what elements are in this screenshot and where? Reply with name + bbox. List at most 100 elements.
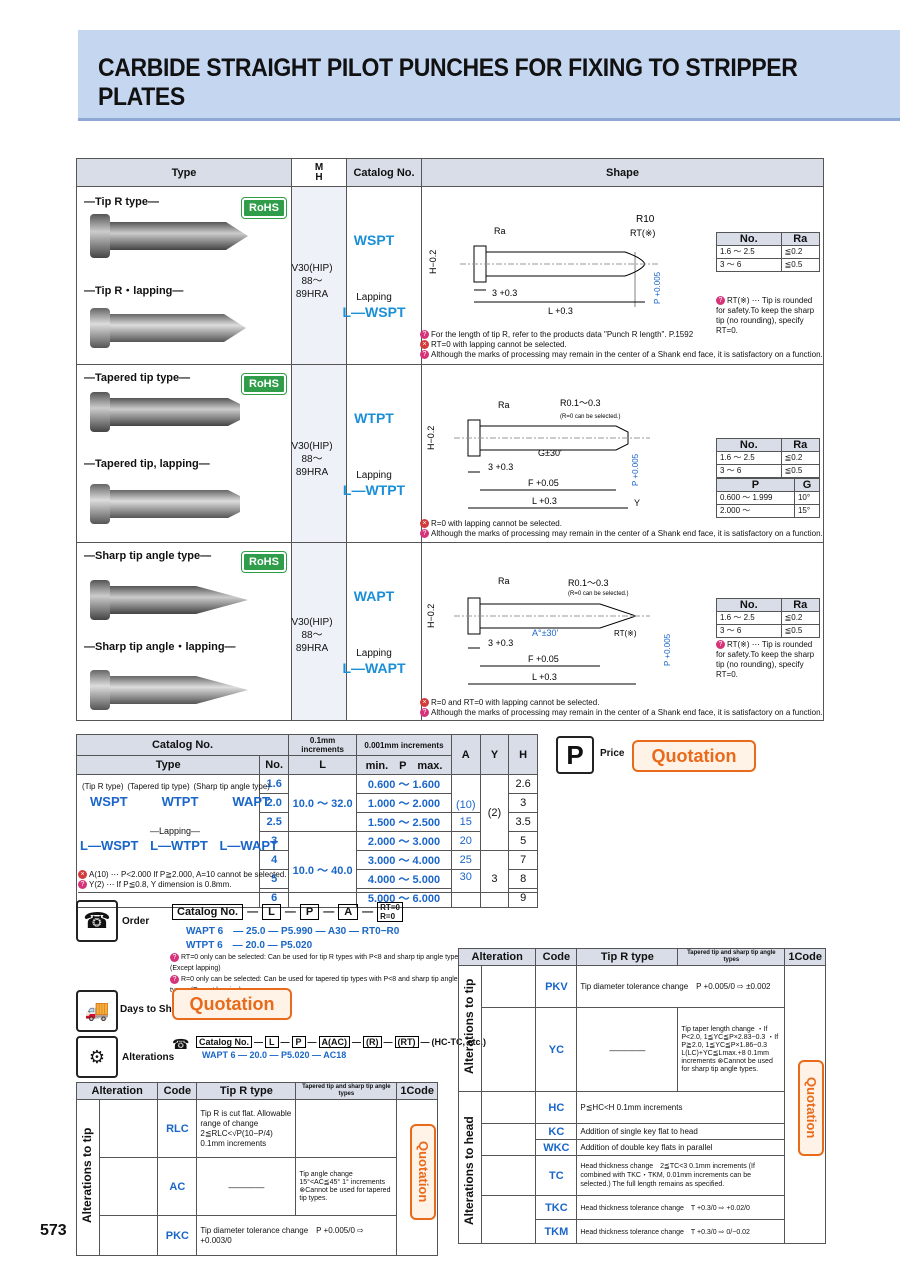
spec-code: L—WSPT <box>80 838 139 853</box>
spec-h-no: No. <box>259 755 290 775</box>
alt-r-h: Tapered tip and sharp tip angle types <box>677 948 786 966</box>
dim-r10: R10 <box>636 214 655 225</box>
spec-h: 3.5 <box>508 812 538 832</box>
dim-p-3: P +0.005 <box>663 633 672 666</box>
dim-r01-2: R0.1～0.3 <box>560 398 601 408</box>
dim-a-3: A°±30' <box>532 628 559 638</box>
pg-h2: G <box>793 478 821 492</box>
dim-f-2: F +0.05 <box>528 478 559 488</box>
spec-a: 15 <box>450 812 481 832</box>
catalog-lwspt: L—WSPT <box>342 304 406 320</box>
alt-l-rlc-figure <box>98 1099 159 1158</box>
mh-cell-1 <box>291 186 347 365</box>
alt-left-table: Alteration Code Tip R type Tapered tip a… <box>75 1082 438 1256</box>
ra-cell: ≦0.5 <box>780 464 821 478</box>
spec-a: (10) <box>450 774 481 813</box>
catalog-lwtpt: L—WTPT <box>342 482 406 498</box>
punch-image-wspt <box>90 214 248 258</box>
spec-h: 8 <box>508 869 538 889</box>
spec-no: 5 <box>259 869 290 889</box>
spec-h: 7 <box>508 850 538 870</box>
alt-left-quotation: Quotation <box>410 1124 436 1220</box>
alt-right-table: Alteration Code Tip R type Tapered tip a… <box>457 948 826 1244</box>
spec-a: 20 <box>450 831 481 851</box>
side-note-3: ?RT(※) ⋯ Tip is rounded for safety.To ke… <box>716 640 815 679</box>
alt-l-code: RLC <box>157 1099 198 1158</box>
ra-h1: No. <box>716 232 782 246</box>
ra-cell: ≦0.2 <box>780 245 821 259</box>
alt-field: (R) <box>363 1036 382 1048</box>
type1-label-3: —Sharp tip angle type— <box>84 550 212 562</box>
alt-l-side-cell <box>76 1099 100 1256</box>
catalog-lwapt: L—WAPT <box>342 660 406 676</box>
type2-label: —Tip R・lapping— <box>84 285 184 297</box>
ra-h2: Ra <box>780 598 821 612</box>
alt-r-text: ———— <box>576 1007 679 1092</box>
ra-cell: 3 ～ 6 <box>716 624 782 638</box>
spec-p: 0.600 ～ 1.600 <box>356 774 452 794</box>
alt-r-text: Head thickness tolerance change T +0.3/0… <box>576 1219 786 1244</box>
catalog-wtpt: WTPT <box>354 410 394 426</box>
notes-3: ×R=0 and RT=0 with lapping cannot be sel… <box>420 698 824 718</box>
alteration-example: WAPT 6 — 20.0 — P5.020 — AC18 <box>202 1050 347 1060</box>
ra-table-2: No.Ra 1.6 ～ 2.5≦0.2 3 ～ 6≦0.5 <box>716 438 821 478</box>
ra-cell: ≦0.2 <box>780 451 821 465</box>
cat-cell-1 <box>346 186 422 365</box>
days-label: Days to Ship <box>120 1004 181 1015</box>
mh-cell-3 <box>291 542 347 721</box>
spec-y: (2) <box>479 774 510 851</box>
alt-r-text: Addition of double key flats in parallel <box>576 1139 786 1156</box>
pg-cell: 0.600 ～ 1.999 <box>716 491 795 505</box>
spec-no: 2.5 <box>259 812 290 832</box>
dim-h: H−0.2 <box>428 250 438 274</box>
dim-l-3: L +0.3 <box>532 672 557 682</box>
pg-cell: 2.000 ～ <box>716 504 795 518</box>
spec-code: WSPT <box>90 794 128 809</box>
spec-code: WAPT <box>232 794 270 809</box>
rohs-badge-2: RoHS <box>242 374 286 394</box>
alt-l-h: Tapered tip and sharp tip angle types <box>295 1082 398 1100</box>
notes-1: ?For the length of tip R, refer to the p… <box>420 330 824 360</box>
alt-r-side-tip <box>458 965 482 1092</box>
days-quotation: Quotation <box>172 988 292 1020</box>
spec-type-label: (Tapered tip type) <box>127 782 190 791</box>
order-field: Catalog No. <box>172 904 244 920</box>
alt-r-fig <box>480 1195 537 1244</box>
material-3: V30(HIP)88～89HRA <box>291 617 333 654</box>
punch-image-wapt <box>90 580 248 620</box>
alt-l-code: PKC <box>157 1215 198 1256</box>
spec-h-catalog: Catalog No. <box>75 734 290 756</box>
alt-field: (RT) <box>394 1036 419 1048</box>
dim-r01-3: R0.1～0.3 <box>568 578 609 588</box>
dim-rt: RT(※) <box>630 228 655 238</box>
dim-ra-3: Ra <box>498 576 510 586</box>
ra-cell: 1.6 ～ 2.5 <box>716 451 782 465</box>
alt-r-fig <box>480 1007 537 1092</box>
spec-h: 5 <box>508 831 538 851</box>
alteration-format: Catalog No.— L— P— A(AC)— (R)— (RT)— (HC… <box>196 1036 486 1048</box>
alt-r-fig <box>480 1091 537 1124</box>
ra-table-1: No.Ra 1.6 ～ 2.5≦0.2 3 ～ 6≦0.5 <box>716 232 821 272</box>
lapping-label-3: Lapping <box>356 648 392 659</box>
pg-cell: 10° <box>793 491 821 505</box>
ra-h2: Ra <box>780 232 821 246</box>
spec-h-01: 0.1mm increments <box>288 734 358 756</box>
ra-table-3: No.Ra 1.6 ～ 2.5≦0.2 3 ～ 6≦0.5 <box>716 598 821 638</box>
alt-r-text: P≦HC<H 0.1mm increments <box>576 1091 786 1124</box>
alt-r-code: TC <box>535 1155 578 1196</box>
order-example-1: WAPT 6 — 25.0 — P5.990 — A30 — RT0−R0 <box>186 926 400 937</box>
spec-p: 1.000 ～ 2.000 <box>356 793 452 813</box>
type2-label-3: —Sharp tip angle・lapping— <box>84 641 236 653</box>
spec-code: L—WTPT <box>150 838 208 853</box>
spec-p: 1.500 ～ 2.500 <box>356 812 452 832</box>
catalog-wapt: WAPT <box>353 588 395 604</box>
page-number: 573 <box>40 1222 67 1239</box>
price-icon: P <box>556 736 594 774</box>
alt-r-code: HC <box>535 1091 578 1124</box>
dim-g-2: G±30' <box>538 448 562 458</box>
dim-p-2: P +0.005 <box>631 453 640 486</box>
alt-l-text: Tip diameter tolerance change P +0.005/0… <box>196 1215 398 1256</box>
